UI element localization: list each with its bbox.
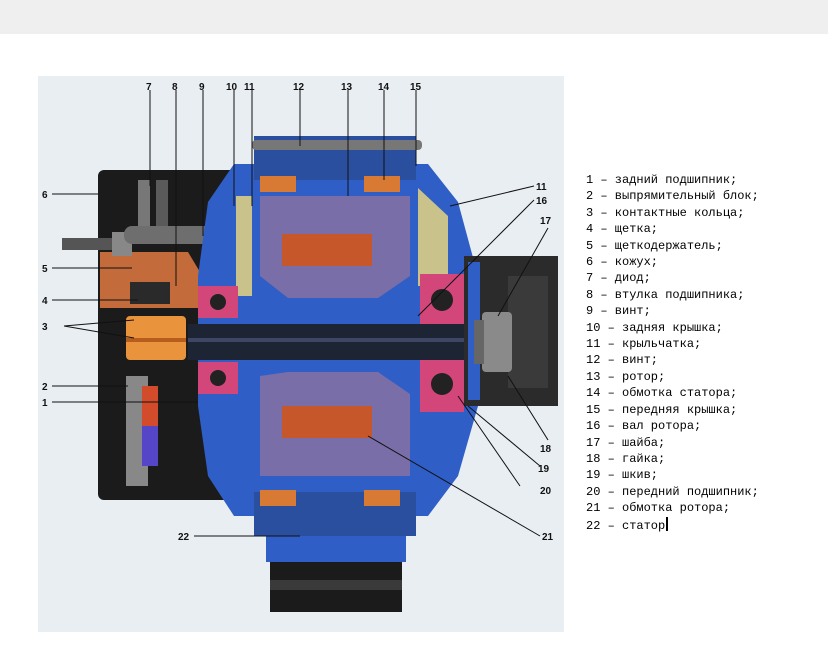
callout-2: 2 [42, 382, 48, 393]
legend-item: 7 – диод; [586, 271, 651, 286]
parts-legend: 1 – задний подшипник; 2 – выпрямительный… [586, 172, 826, 534]
leader-lines [52, 90, 549, 537]
legend-item: 14 – обмотка статора; [586, 386, 738, 401]
legend-item: 6 – кожух; [586, 255, 659, 270]
callout-10: 10 [226, 82, 238, 93]
legend-item: 17 – шайба; [586, 435, 666, 450]
fan-rear [236, 196, 252, 296]
screw-9 [124, 226, 220, 244]
legend-item-text: 22 – статор [586, 518, 666, 533]
callout-16: 16 [536, 196, 548, 207]
callout-3: 3 [42, 322, 48, 333]
callout-11-top: 11 [244, 82, 255, 93]
rear-screw [62, 238, 112, 250]
legend-item: 3 – контактные кольца; [586, 205, 745, 220]
callout-12: 12 [293, 82, 305, 93]
legend-item-last: 22 – статор [586, 516, 826, 534]
top-bar [0, 0, 828, 34]
callout-20: 20 [540, 486, 552, 497]
stator-winding [260, 176, 296, 192]
callout-1: 1 [42, 398, 48, 409]
brush-holder [100, 252, 200, 308]
legend-item: 4 – щетка; [586, 222, 659, 237]
legend-item: 5 – щеткодержатель; [586, 238, 723, 253]
legend-item: 9 – винт; [586, 304, 651, 319]
rotor-winding [282, 234, 372, 266]
legend-item: 19 – шкив; [586, 468, 659, 483]
legend-item: 15 – передняя крышка; [586, 402, 738, 417]
callout-7: 7 [146, 82, 152, 93]
callout-9: 9 [199, 82, 205, 93]
callout-18: 18 [540, 444, 552, 455]
diode [138, 180, 150, 240]
legend-item: 8 – втулка подшипника; [586, 287, 745, 302]
legend-item: 1 – задний подшипник; [586, 173, 738, 187]
callout-6: 6 [42, 190, 48, 201]
legend-item: 11 – крыльчатка; [586, 337, 702, 352]
callout-22: 22 [178, 532, 190, 543]
washer [474, 320, 484, 364]
fan-front [418, 188, 448, 286]
alternator-cutaway-diagram: 7 8 9 10 11 12 13 14 15 6 5 4 3 2 1 11 1… [38, 76, 564, 632]
legend-item: 12 – винт; [586, 353, 659, 368]
legend-item: 13 – ротор; [586, 369, 666, 384]
legend-item: 18 – гайка; [586, 451, 666, 466]
callout-15: 15 [410, 82, 422, 93]
nut [482, 312, 512, 372]
alternator-drawing: 7 8 9 10 11 12 13 14 15 6 5 4 3 2 1 11 1… [42, 82, 558, 612]
legend-item: 2 – выпрямительный блок; [586, 189, 759, 204]
legend-item: 21 – обмотка ротора; [586, 501, 731, 516]
brush [130, 282, 170, 304]
callout-14: 14 [378, 82, 390, 93]
legend-item: 20 – передний подшипник; [586, 484, 759, 499]
callout-17: 17 [540, 216, 552, 227]
callout-21: 21 [542, 532, 554, 543]
callout-4: 4 [42, 296, 48, 307]
callout-8: 8 [172, 82, 178, 93]
text-cursor [666, 516, 669, 531]
callout-11-right: 11 [536, 182, 547, 193]
callout-13: 13 [341, 82, 353, 93]
legend-item: 16 – вал ротора; [586, 419, 702, 434]
bolt-12 [252, 140, 422, 150]
legend-item: 10 – задняя крышка; [586, 320, 723, 335]
callout-5: 5 [42, 264, 48, 275]
callout-19: 19 [538, 464, 550, 475]
